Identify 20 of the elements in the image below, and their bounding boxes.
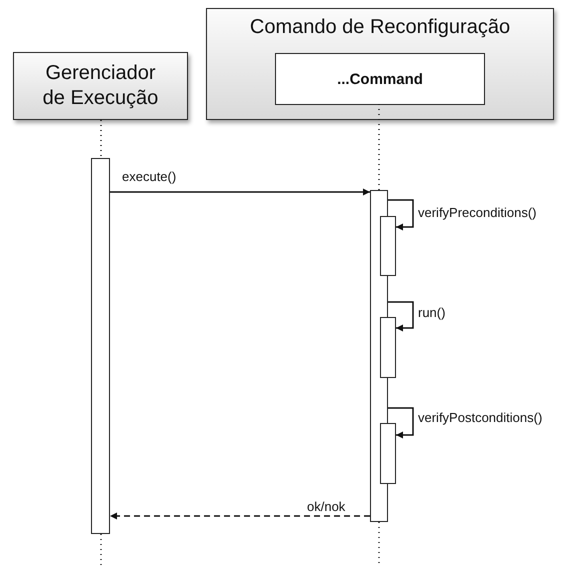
message-arrow [388, 407, 414, 438]
participant-name: Gerenciador de Execução [42, 61, 160, 111]
activation-bar [91, 158, 110, 534]
edge-label: verifyPreconditions() [418, 206, 536, 220]
object-box [275, 53, 485, 105]
message-arrow [110, 188, 370, 196]
edge-label: verifyPostconditions() [418, 411, 542, 426]
message-arrow [388, 301, 414, 332]
activation-bar [380, 423, 396, 484]
object-name: ...Command [337, 70, 423, 88]
participant-box [206, 8, 554, 120]
message-arrow [388, 199, 414, 230]
edge-label: ok/nok [307, 500, 346, 514]
participant-box [13, 52, 188, 120]
activation-bar [380, 317, 396, 378]
edge-label: run() [418, 306, 446, 320]
participant-name: Comando de Reconfiguração [250, 15, 510, 40]
activation-bar [380, 216, 396, 276]
return-message-arrow [110, 512, 370, 520]
edge-label: execute() [122, 170, 176, 184]
